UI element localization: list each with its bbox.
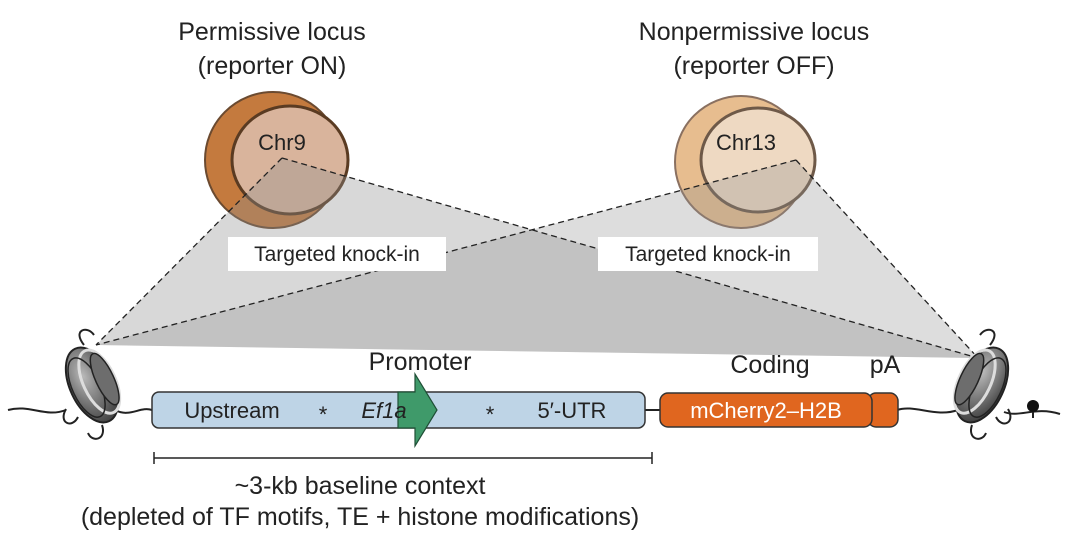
permissive-locus-title: Permissive locus	[178, 18, 366, 46]
dna-strand-left	[7, 407, 67, 414]
context-bracket	[153, 452, 653, 464]
upstream-label: Upstream	[184, 398, 279, 423]
chr13-circle	[674, 95, 817, 229]
context-caption-line2: (depleted of TF motifs, TE + histone mod…	[81, 503, 639, 531]
dna-strand-right	[896, 407, 959, 414]
nonpermissive-knockin-label: Targeted knock-in	[625, 243, 791, 266]
histone-mark-icon	[1027, 400, 1039, 418]
ef1a-promoter-arrow	[397, 371, 438, 449]
ef1a-label: Ef1a	[361, 398, 406, 423]
promoter-label: Promoter	[369, 348, 472, 376]
permissive-projection-cone	[96, 158, 978, 358]
pa-label: pA	[870, 351, 901, 379]
nucleosome-left-icon	[62, 328, 122, 440]
dna-strand-right-tail	[1003, 410, 1061, 415]
dna-strand-left-link	[114, 408, 153, 414]
nucleosome-right-icon	[952, 328, 1012, 440]
permissive-locus-subtitle: (reporter ON)	[198, 52, 347, 80]
mcherry-label: mCherry2–H2B	[690, 398, 842, 423]
nonpermissive-projection-cone	[96, 160, 978, 358]
star-2: *	[486, 402, 495, 427]
nonpermissive-locus-title: Nonpermissive locus	[639, 18, 870, 46]
permissive-knockin-label: Targeted knock-in	[254, 243, 420, 266]
nonpermissive-knockin-box	[598, 237, 818, 271]
chr9-label: Chr9	[258, 130, 306, 155]
utr-label: 5′-UTR	[538, 398, 607, 423]
permissive-knockin-box	[228, 237, 446, 271]
coding-label: Coding	[730, 351, 809, 379]
nonpermissive-locus-subtitle: (reporter OFF)	[673, 52, 834, 80]
chr13-label: Chr13	[716, 130, 776, 155]
star-1: *	[319, 402, 328, 427]
context-caption-line1: ~3-kb baseline context	[235, 472, 486, 500]
chr9-circle	[204, 91, 350, 229]
mcherry-coding-block	[659, 392, 873, 428]
